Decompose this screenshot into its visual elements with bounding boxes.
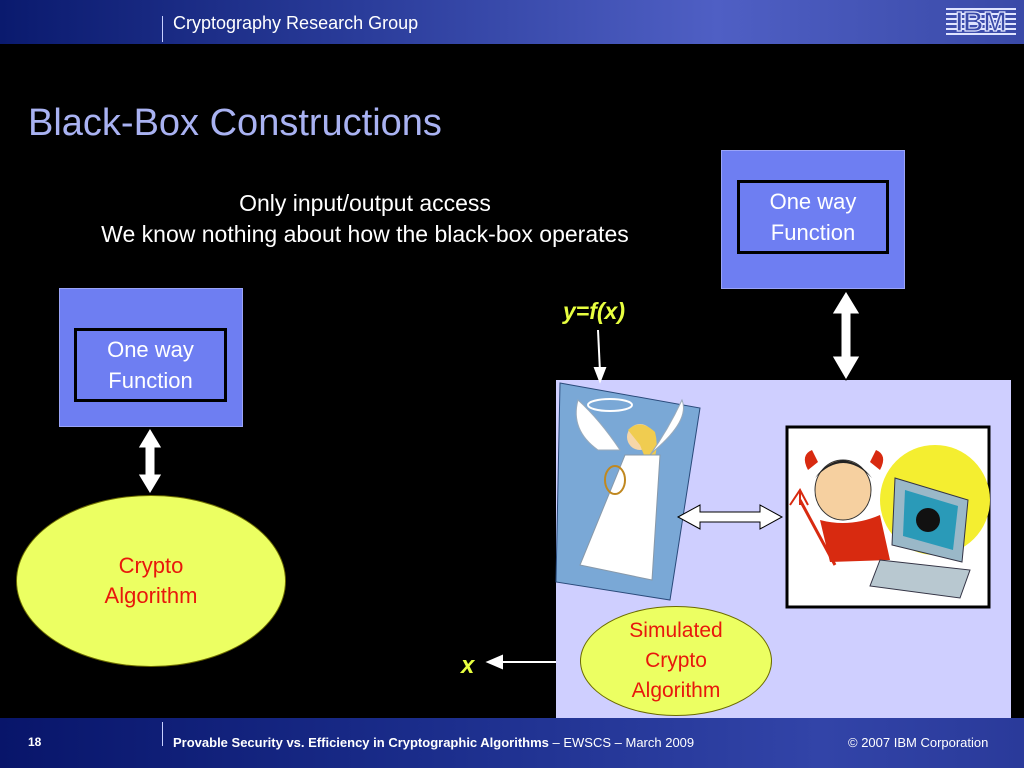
yfx-arrow-icon [593,329,607,384]
x-label: x [461,652,475,679]
left-crypto-line-1: Crypto [118,553,184,578]
sim-line-2: Crypto [645,649,707,672]
header-separator [162,16,163,42]
subtitle-line-2: We know nothing about how the black-box … [101,221,629,247]
ibm-logo-icon: IBM [946,5,1016,37]
left-owf-line-1: One way [107,337,194,362]
slide-title: Black-Box Constructions [28,102,442,144]
footer-bar: 18 Provable Security vs. Efficiency in C… [0,718,1024,768]
horizontal-double-arrow-icon [676,504,784,530]
devil-at-computer-icon [789,445,990,599]
right-owf-box: One way Function [737,180,889,254]
right-owf-line-2: Function [770,220,856,245]
page-number: 18 [28,735,42,749]
left-crypto-line-2: Algorithm [104,583,198,608]
left-owf-box: One way Function [74,328,227,402]
left-crypto-ellipse: Crypto Algorithm [16,495,286,667]
slide-subtitle: Only input/output access We know nothing… [40,188,690,250]
sim-line-3: Algorithm [631,679,721,702]
left-owf-line-2: Function [108,368,193,393]
header-bar: Cryptography Research Group IBM [0,0,1024,44]
angel-icon [555,382,701,601]
sim-line-1: Simulated [629,619,723,642]
x-arrow-icon [485,654,556,670]
simulated-crypto-ellipse: Simulated Crypto Algorithm [580,606,772,716]
right-double-arrow-icon [831,290,861,381]
copyright: © 2007 IBM Corporation [848,735,989,750]
talk-title-rest: – EWSCS – March 2009 [548,735,695,750]
right-owf-line-1: One way [769,189,857,214]
footer-separator [162,722,163,746]
talk-title: Provable Security vs. Efficiency in Cryp… [173,735,694,750]
group-name: Cryptography Research Group [173,13,419,33]
talk-title-bold: Provable Security vs. Efficiency in Cryp… [173,735,549,750]
subtitle-line-1: Only input/output access [239,190,491,216]
yfx-label: y=f(x) [563,298,625,324]
left-double-arrow-icon [137,427,163,495]
svg-text:IBM: IBM [955,6,1006,37]
